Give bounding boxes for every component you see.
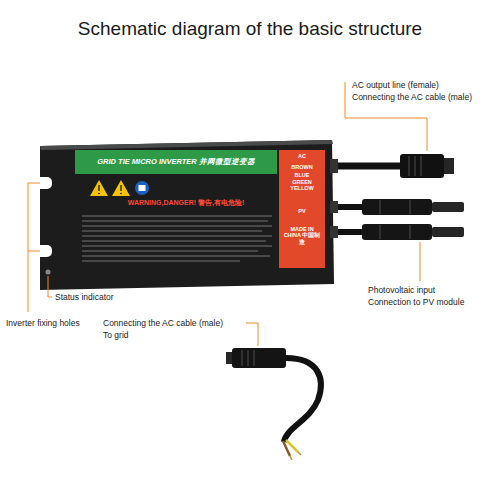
fine-print-line — [82, 226, 272, 227]
leader-line — [420, 242, 421, 281]
sticker-text: BLUE — [281, 172, 323, 178]
pv-connector-tip — [432, 202, 464, 212]
connector-ridge — [408, 156, 410, 176]
warning-icon-mark — [98, 185, 99, 191]
sticker-text: AC — [281, 153, 323, 159]
callout-label: Connection to PV module — [368, 297, 464, 307]
callout-label: Connecting the AC cable (male) — [103, 318, 223, 328]
warning-icon — [90, 180, 108, 196]
diagram-title: Schematic diagram of the basic structure — [0, 18, 500, 40]
pv-connector — [362, 224, 432, 240]
connector-ridge — [409, 225, 411, 239]
callout-label: Connecting the AC cable (male) — [352, 92, 472, 102]
wire-yellow-green — [286, 440, 298, 452]
ac-output-cable — [338, 163, 402, 170]
warning-panel: WARNING,DANGER! 警告,有电危险! — [100, 198, 272, 210]
callout-label: To grid — [103, 330, 129, 340]
fine-print-line — [82, 246, 272, 247]
pv-cable — [338, 229, 364, 235]
fine-print — [82, 216, 272, 261]
leader-line — [28, 183, 40, 312]
cable-grommet — [330, 201, 338, 213]
fine-print-line — [82, 251, 258, 252]
fine-print-line — [82, 241, 266, 242]
sticker-text: MADE IN CHINA 中国制造 — [281, 226, 323, 245]
connector-ridge — [253, 350, 255, 366]
connector-ridge — [247, 350, 249, 366]
callout-label: Inverter fixing holes — [6, 318, 80, 328]
warning-icon-mark — [120, 193, 122, 195]
pv-connector-tip — [432, 227, 464, 237]
wiring-sticker: AC BROWN BLUEGREEN YELLOW PV MADE IN CHINA 中… — [279, 150, 325, 268]
pv-cable — [338, 204, 364, 210]
wire-tip — [290, 456, 292, 460]
model-band: GRID TIE MICRO INVERTER 并网微型逆变器 — [75, 150, 277, 174]
callout-label: AC output line (female) — [352, 80, 439, 90]
connector-ridge — [409, 200, 411, 214]
connector-cap — [444, 158, 454, 174]
sticker-text: WARNING,DANGER! 警告,有电危险! — [102, 199, 270, 207]
connector-ridge — [241, 350, 243, 366]
connector-ridge — [379, 225, 381, 239]
ac-male-connector — [232, 348, 286, 368]
housing-lip — [40, 140, 333, 150]
fine-print-line — [82, 256, 270, 257]
wire-tip — [298, 452, 301, 455]
fine-print-line — [82, 216, 272, 217]
connector-ridge — [379, 200, 381, 214]
warning-icon-mark — [120, 185, 121, 191]
connector-ridge — [414, 156, 416, 176]
pv-connector — [362, 199, 432, 215]
warning-icon — [112, 180, 130, 196]
sticker-text: PV — [281, 208, 323, 214]
warning-icon-mark — [98, 193, 100, 195]
ac-cable — [284, 358, 321, 442]
leader-line — [28, 251, 40, 252]
fine-print-line — [82, 236, 272, 237]
fine-print-line — [82, 261, 240, 262]
manual-icon-mark — [139, 185, 146, 191]
inverter-housing — [40, 140, 334, 290]
leader-line — [246, 323, 258, 346]
cable-grommet — [330, 159, 338, 173]
callout-label: Photovoltaic input — [368, 285, 435, 295]
callout-label: Status indicator — [55, 292, 114, 302]
manual-icon — [135, 181, 149, 195]
ac-female-connector — [400, 154, 444, 178]
fine-print-line — [82, 231, 262, 232]
connector-ridge — [420, 156, 422, 176]
leader-lines — [28, 82, 427, 346]
fine-print-line — [82, 221, 268, 222]
leader-line — [48, 276, 52, 297]
cable-grommet — [330, 226, 338, 238]
sticker-text: BROWN — [281, 164, 323, 170]
status-indicator — [46, 270, 51, 275]
sticker-text: GREEN YELLOW — [281, 179, 323, 192]
sticker-text: GRID TIE MICRO INVERTER 并网微型逆变器 — [97, 158, 255, 167]
